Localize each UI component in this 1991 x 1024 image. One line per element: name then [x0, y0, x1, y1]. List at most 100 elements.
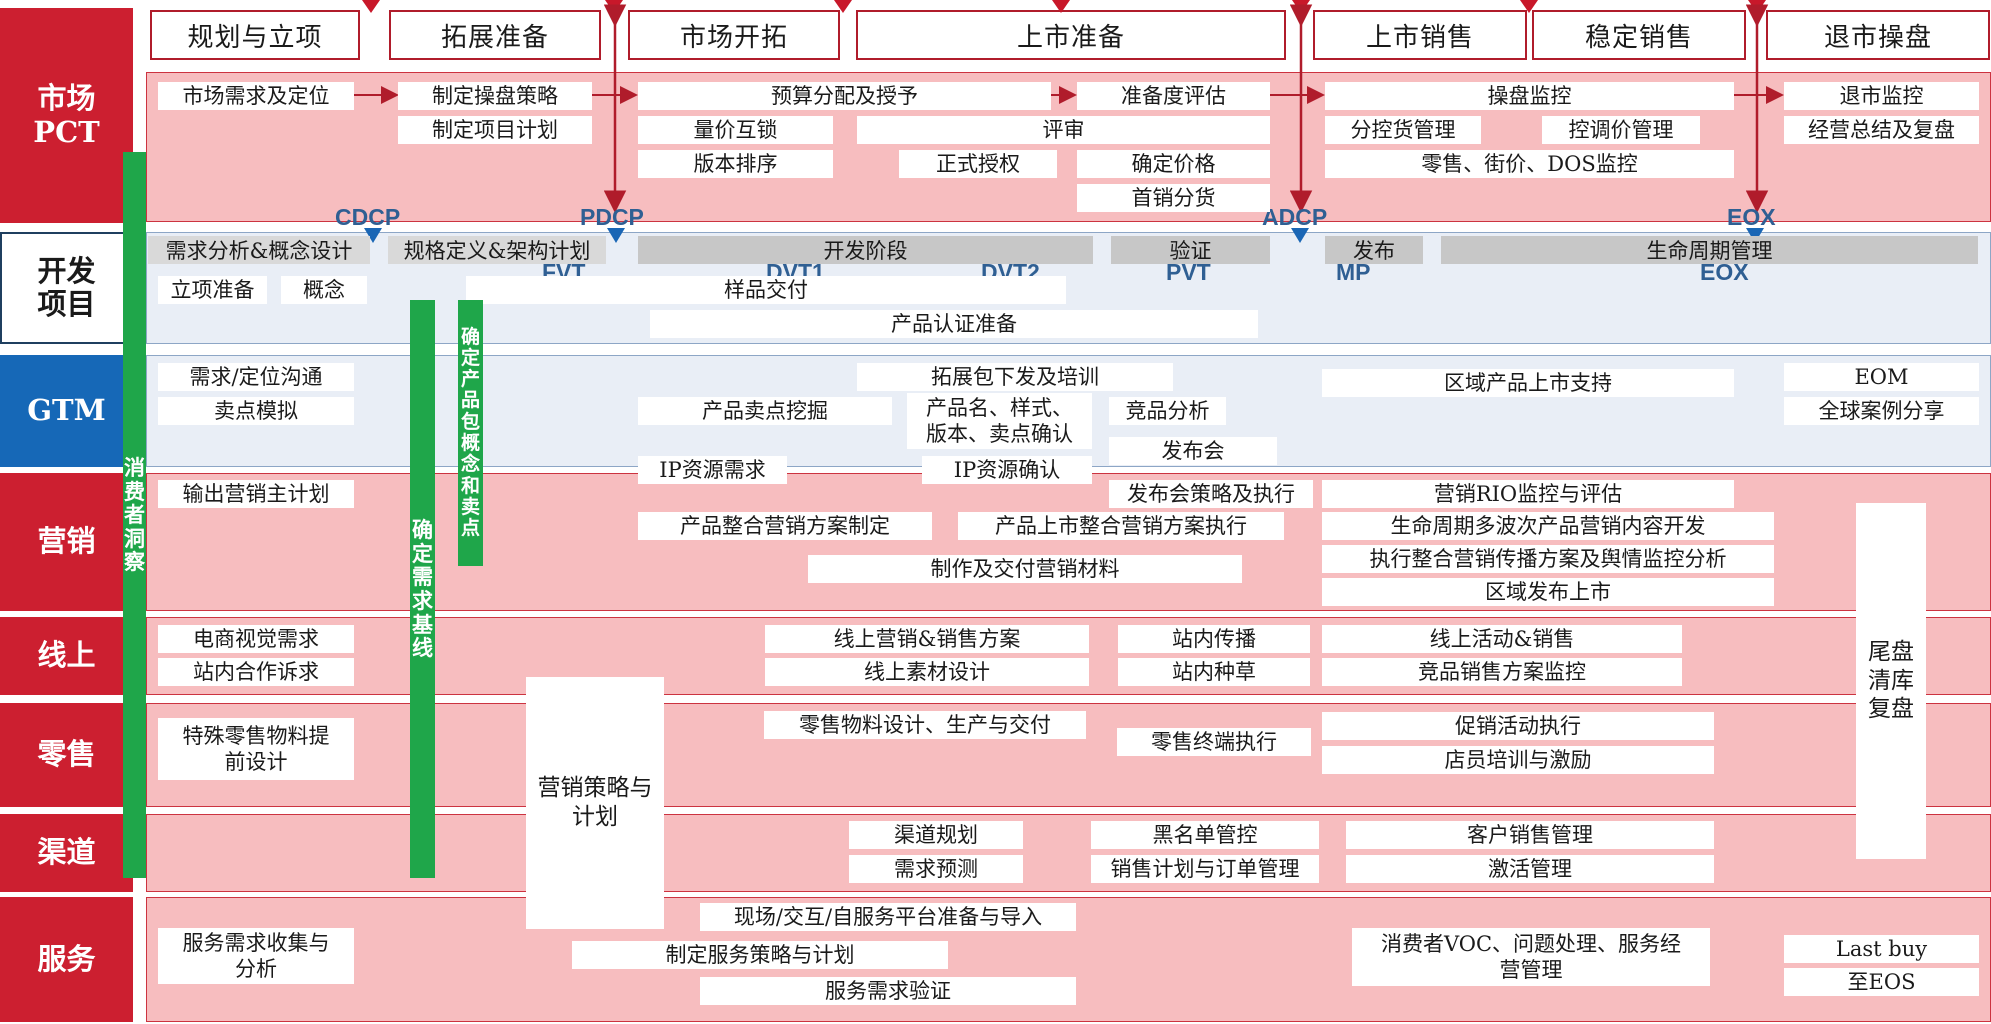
svc-demand-verify: 服务需求验证: [700, 977, 1076, 1005]
gtm-global-cases: 全球案例分享: [1784, 397, 1979, 425]
task-version-sorting: 版本排序: [638, 150, 833, 178]
svc-voc: 消费者VOC、问题处理、服务经 营管理: [1352, 928, 1710, 986]
bar-tail-clearance-label: 尾盘清库复盘: [1868, 638, 1914, 723]
mkt-rio-monitor: 营销RIO监控与评估: [1322, 480, 1734, 508]
gtm-ip-demand: IP资源需求: [638, 456, 787, 484]
phase-expansion-prep: 拓展准备: [389, 10, 601, 60]
online-activity: 线上活动&销售: [1322, 625, 1682, 653]
milestone-marker: [1746, 228, 1764, 243]
svc-strategy-plan: 制定服务策略与计划: [572, 941, 948, 969]
task-first-sale: 首销分货: [1077, 184, 1270, 212]
gtm-competitor-analysis: 竞品分析: [1109, 397, 1226, 425]
svc-to-eos: 至EOS: [1784, 968, 1979, 996]
phase-exit: 退市操盘: [1766, 10, 1990, 60]
gate-marker: [605, 0, 623, 13]
mkt-materials: 制作及交付营销材料: [808, 555, 1242, 583]
svc-last-buy: Last buy: [1784, 935, 1979, 963]
task-price-control: 控调价管理: [1542, 116, 1700, 144]
dev-concept: 概念: [281, 276, 367, 304]
task-ops-summary: 经营总结及复盘: [1784, 116, 1979, 144]
dev-verify: 验证: [1111, 236, 1270, 264]
task-budget-allocation: 预算分配及授予: [638, 82, 1051, 110]
channel-sales-order: 销售计划与订单管理: [1091, 855, 1319, 883]
bar-consumer-insight-label: 消费者洞察: [124, 455, 145, 575]
gate-marker: [362, 0, 380, 13]
gate-marker: [1520, 0, 1538, 13]
channel-plan: 渠道规划: [849, 821, 1023, 849]
online-competitor-monitor: 竞品销售方案监控: [1322, 658, 1682, 686]
row-label-channel: 渠道: [0, 814, 133, 892]
gtm-ip-confirm: IP资源确认: [922, 456, 1092, 484]
gtm-req-communication: 需求/定位沟通: [158, 363, 354, 391]
gtm-regional-support: 区域产品上市支持: [1322, 369, 1734, 397]
gate-marker: [1052, 0, 1070, 13]
mkt-regional-launch: 区域发布上市: [1322, 578, 1774, 606]
channel-customer-sales: 客户销售管理: [1346, 821, 1714, 849]
task-confirm-price: 确定价格: [1077, 150, 1270, 178]
phase-stable-sales: 稳定销售: [1532, 10, 1746, 60]
gtm-expansion-training: 拓展包下发及培训: [857, 363, 1173, 391]
mkt-integrated-exec: 产品上市整合营销方案执行: [958, 512, 1284, 540]
online-onsite-spread: 站内传播: [1118, 625, 1310, 653]
dev-project-prep: 立项准备: [158, 276, 267, 304]
milestone-pdcp: PDCP: [580, 204, 644, 230]
bar-product-package-label: 确定产品包概念和卖点: [460, 325, 480, 540]
phase-planning: 规划与立项: [150, 10, 360, 60]
dev-stage: 开发阶段: [638, 236, 1093, 264]
bar-requirement-baseline: 确定需求基线: [410, 300, 435, 878]
row-label-marketing: 营销: [0, 473, 133, 611]
row-label-retail: 零售: [0, 703, 133, 807]
channel-activation: 激活管理: [1346, 855, 1714, 883]
task-ops-monitor: 操盘监控: [1325, 82, 1734, 110]
task-retail-dos: 零售、街价、DOS监控: [1325, 150, 1734, 178]
mkt-comm-monitor: 执行整合营销传播方案及舆情监控分析: [1322, 545, 1774, 573]
online-onsite-seeding: 站内种草: [1118, 658, 1310, 686]
task-demand-positioning: 市场需求及定位: [158, 82, 354, 110]
gtm-name-style-confirm: 产品名、样式、 版本、卖点确认: [907, 393, 1092, 449]
task-exit-monitor: 退市监控: [1784, 82, 1979, 110]
svc-platform-prep: 现场/交互/自服务平台准备与导入: [700, 903, 1076, 931]
task-dist-goods-mgmt: 分控货管理: [1325, 116, 1481, 144]
phase-launch-prep: 上市准备: [856, 10, 1286, 60]
retail-promotion: 促销活动执行: [1322, 712, 1714, 740]
task-price-volume-lock: 量价互锁: [638, 116, 833, 144]
online-onsite-coop: 站内合作诉求: [158, 658, 354, 686]
task-formal-auth: 正式授权: [899, 150, 1057, 178]
bar-consumer-insight: 消费者洞察: [123, 152, 146, 878]
retail-terminal-exec: 零售终端执行: [1117, 728, 1311, 756]
phase-launch-sales: 上市销售: [1313, 10, 1527, 60]
bar-strategy-plan: 营销策略与 计划: [526, 677, 664, 929]
gate-marker: [834, 0, 852, 13]
retail-staff-training: 店员培训与激励: [1322, 746, 1714, 774]
row-label-gtm: GTM: [0, 355, 133, 467]
milestone-cdcp: CDCP: [335, 204, 401, 230]
dev-release: 发布: [1325, 236, 1423, 264]
milestone-adcp: ADCP: [1262, 204, 1328, 230]
gate-marker: [1292, 0, 1310, 13]
row-label-service: 服务: [0, 897, 133, 1022]
dev-lifecycle: 生命周期管理: [1441, 236, 1978, 264]
online-ecom-visual: 电商视觉需求: [158, 625, 354, 653]
milestone-marker: [607, 228, 625, 243]
gtm-selling-simulation: 卖点模拟: [158, 397, 354, 425]
task-project-plan: 制定项目计划: [398, 116, 592, 144]
online-mkt-sales: 线上营销&销售方案: [765, 625, 1089, 653]
bar-tail-clearance: 尾盘清库复盘: [1856, 503, 1926, 859]
task-ops-strategy: 制定操盘策略: [398, 82, 592, 110]
row-label-dev: 开发 项目: [0, 232, 133, 344]
milestone-marker: [364, 228, 382, 243]
gtm-selling-mining: 产品卖点挖掘: [638, 397, 892, 425]
dev-cert-prep: 产品认证准备: [650, 310, 1258, 338]
task-review: 评审: [857, 116, 1270, 144]
row-label-market-pct: 市场 PCT: [0, 8, 133, 223]
bar-product-package: 确定产品包概念和卖点: [458, 300, 483, 566]
mkt-launch-strategy: 发布会策略及执行: [1109, 480, 1313, 508]
mkt-master-plan: 输出营销主计划: [158, 480, 354, 508]
channel-demand-forecast: 需求预测: [849, 855, 1023, 883]
bar-requirement-baseline-label: 确定需求基线: [412, 517, 433, 661]
online-material: 线上素材设计: [765, 658, 1089, 686]
channel-blacklist: 黑名单管控: [1091, 821, 1319, 849]
dev-spec-arch: 规格定义&架构计划: [388, 236, 606, 264]
milestone-eox-top: EOX: [1727, 204, 1776, 230]
gate-marker: [1748, 0, 1766, 13]
